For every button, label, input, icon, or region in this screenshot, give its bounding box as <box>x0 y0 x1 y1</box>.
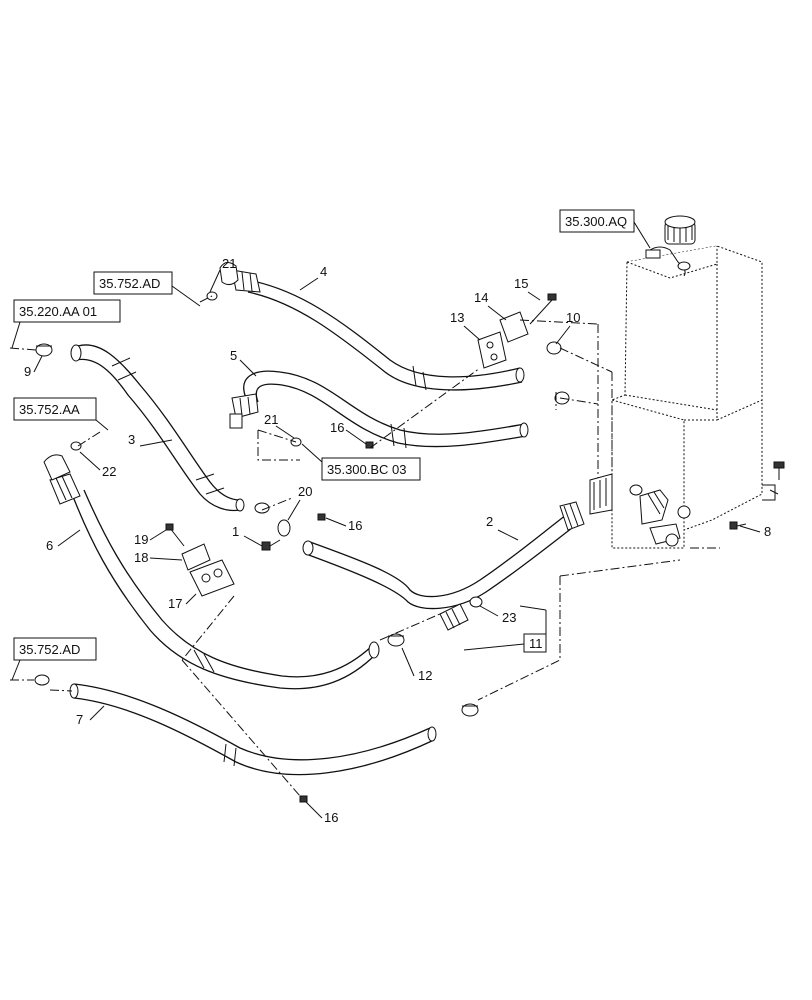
callout-11: 11 <box>529 636 543 651</box>
hose-2 <box>302 501 585 610</box>
ref-label-35-300-AQ: 35.300.AQ <box>565 214 627 229</box>
ref-label-35-752-AD-top: 35.752.AD <box>99 276 160 291</box>
callout-16-upper: 16 <box>330 420 344 435</box>
callout-4: 4 <box>320 264 327 279</box>
ref-label-35-752-AA: 35.752.AA <box>19 402 80 417</box>
clamp-hose3-end <box>254 502 270 514</box>
callout-13: 13 <box>450 310 464 325</box>
callout-14: 14 <box>474 290 488 305</box>
callout-6: 6 <box>46 538 53 553</box>
callout-21-upper: 21 <box>222 256 236 271</box>
bolt-15 <box>529 293 557 325</box>
callout-3: 3 <box>128 432 135 447</box>
ref-box-35-300-BC-03: 35.300.BC 03 <box>301 443 421 481</box>
callout-12: 12 <box>418 668 432 683</box>
ref-label-35-752-AD-bottom: 35.752.AD <box>19 642 80 657</box>
assembly-center-lines <box>9 295 720 797</box>
callout-19: 19 <box>134 532 148 547</box>
block-13 <box>477 331 507 369</box>
bolt-19 <box>165 523 185 547</box>
clamp-hose7-end <box>34 674 50 686</box>
callout-2: 2 <box>486 514 493 529</box>
callout-8: 8 <box>764 524 771 539</box>
clamp-12 <box>387 633 405 647</box>
callout-1: 1 <box>232 524 239 539</box>
callout-16-mid: 16 <box>348 518 362 533</box>
nut-16-mid <box>317 513 326 521</box>
callout-10: 10 <box>566 310 580 325</box>
oring-22 <box>70 441 82 451</box>
callout-5: 5 <box>230 348 237 363</box>
clamp-9 <box>35 343 53 357</box>
callout-16-lower: 16 <box>324 810 338 825</box>
clamp-10 <box>546 341 562 355</box>
callout-17: 17 <box>168 596 182 611</box>
bolt-8 <box>729 521 747 530</box>
hose-7 <box>69 683 437 776</box>
ref-box-35-220-AA-01: 35.220.AA 01 <box>11 299 121 349</box>
plate-18 <box>181 543 211 571</box>
callout-20: 20 <box>298 484 312 499</box>
callout-21-lower: 21 <box>264 412 278 427</box>
nut-16-upper <box>365 441 374 449</box>
callout-9: 9 <box>24 364 31 379</box>
callouts: 21 4 15 14 13 10 9 5 21 16 3 22 20 16 2 … <box>24 256 771 825</box>
plate-14 <box>499 311 529 343</box>
ref-label-35-220-AA-01: 35.220.AA 01 <box>19 304 97 319</box>
filler-cap <box>645 215 696 277</box>
callout-22: 22 <box>102 464 116 479</box>
ref-label-35-300-BC-03: 35.300.BC 03 <box>327 462 407 477</box>
ref-box-35-752-AD-top: 35.752.AD <box>93 271 201 307</box>
fitting-20 <box>277 519 291 537</box>
callout-11-box <box>523 633 547 653</box>
hose-6 <box>43 454 380 690</box>
block-17 <box>189 559 235 597</box>
nut-16-lower <box>299 795 308 803</box>
ref-box-35-752-AA: 35.752.AA <box>13 397 109 431</box>
fitting-11 <box>439 603 469 631</box>
callout-15: 15 <box>514 276 528 291</box>
tank-fittings <box>589 461 785 547</box>
hydraulic-tank <box>611 245 779 549</box>
clamp-lower <box>461 703 479 717</box>
ref-box-35-752-AD-bottom: 35.752.AD <box>11 637 97 681</box>
hose-4 <box>219 262 525 391</box>
callout-23: 23 <box>502 610 516 625</box>
bolt-1 <box>261 539 281 551</box>
oring-23 <box>469 596 483 608</box>
hose-3 <box>70 344 245 512</box>
ref-box-35-300-AQ: 35.300.AQ <box>559 209 651 249</box>
callout-7: 7 <box>76 712 83 727</box>
hose-5 <box>229 370 529 449</box>
callout-18: 18 <box>134 550 148 565</box>
